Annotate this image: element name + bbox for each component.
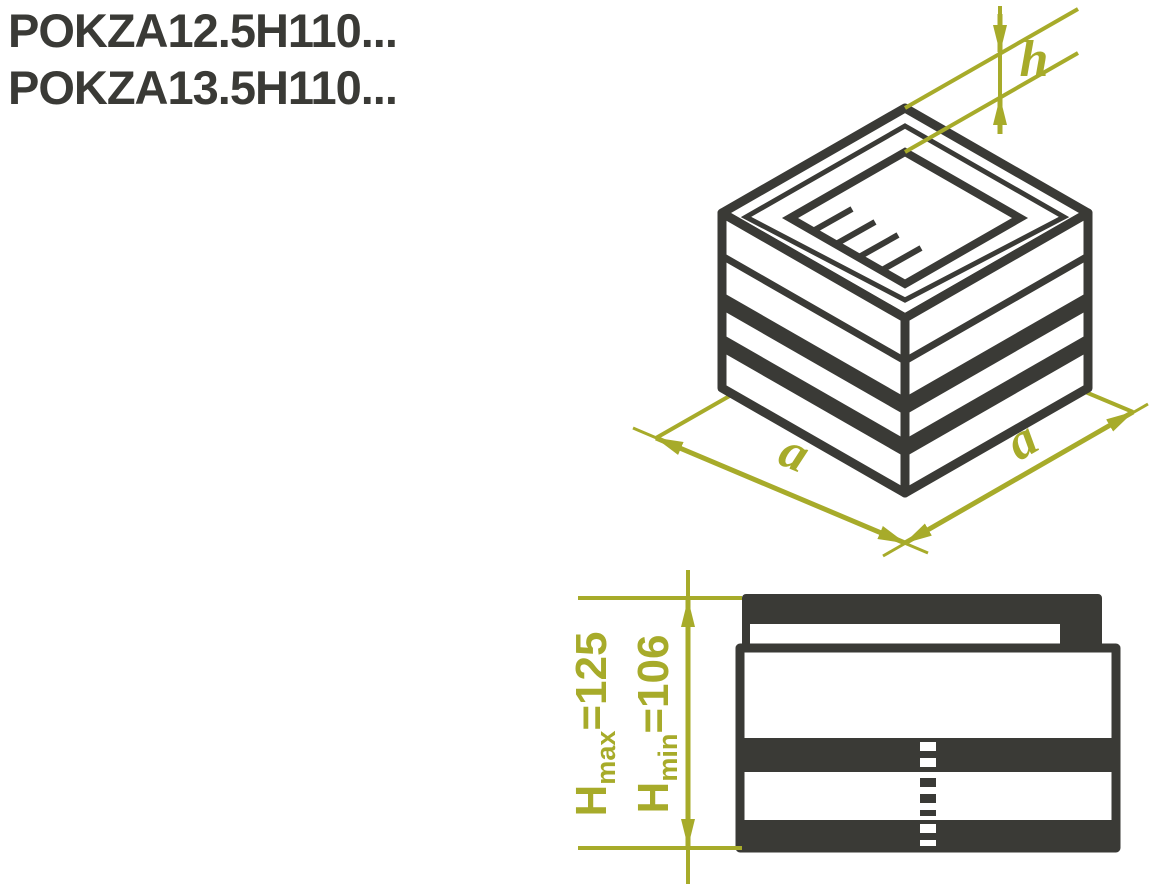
hmax-sub: max — [591, 731, 621, 785]
product-code-line-1: POKZA12.5H110... — [8, 4, 398, 57]
dim-h-extension-top — [904, 7, 1079, 110]
rib-right-upper — [905, 292, 1088, 415]
product-codes: POKZA12.5H110... POKZA13.5H110... — [8, 2, 398, 116]
dim-h: h — [904, 6, 1079, 154]
hmax-value: =125 — [567, 632, 616, 731]
lid-hatch-line — [880, 245, 923, 273]
floor-plane-outline — [655, 389, 1134, 440]
hmin-sub: min — [653, 734, 683, 782]
dim-h-label: h — [1020, 31, 1049, 88]
hmin-value: =106 — [629, 635, 678, 734]
hmin-label: Hmin=106 — [629, 635, 683, 814]
lid-right-step — [1060, 620, 1098, 646]
front-body — [735, 643, 1121, 853]
lid-vent-hatches — [811, 206, 923, 273]
lid-side-edge — [720, 252, 1090, 366]
lid-hatch-line — [834, 219, 877, 247]
iso-view: a a h — [632, 6, 1149, 558]
lid-hatch-line — [811, 206, 854, 234]
lid-top-band — [746, 598, 1098, 624]
hmax-label: Hmax=125 — [567, 632, 621, 817]
rib-left-lower — [722, 334, 905, 457]
lid-hatch-line — [857, 232, 900, 260]
dim-a-left-line — [655, 435, 906, 546]
dim-a-right-line — [903, 409, 1135, 546]
dim-a-left-label: a — [771, 421, 817, 484]
rib-left-upper — [722, 292, 905, 415]
dim-h-extension-bottom — [904, 51, 1079, 154]
front-view: Hmax=125 Hmin=106 — [567, 570, 1121, 884]
lid-inner-edge — [781, 147, 1029, 289]
product-code-line-2: POKZA13.5H110... — [8, 61, 398, 114]
hmin-base: H — [629, 782, 678, 814]
hmax-base: H — [567, 785, 616, 817]
floor-edge-back-right — [1082, 389, 1134, 414]
dim-height: Hmax=125 Hmin=106 — [567, 570, 742, 884]
top-face-rim — [740, 123, 1070, 303]
floor-edge-back-left — [655, 392, 734, 440]
front-lid — [742, 594, 1102, 652]
